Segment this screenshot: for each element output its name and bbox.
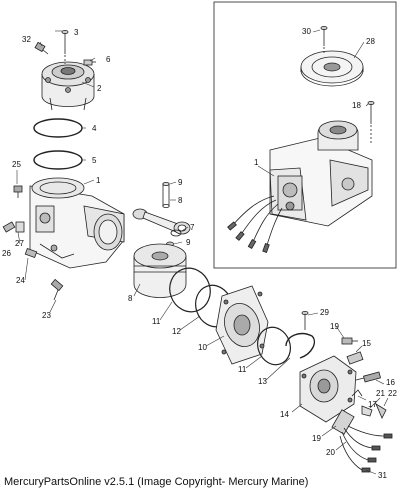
callout-14: 14 bbox=[280, 410, 289, 419]
callout-8-top: 8 bbox=[178, 196, 183, 205]
o-ring-11 bbox=[169, 267, 211, 313]
callout-7: 7 bbox=[190, 223, 195, 232]
screw-27 bbox=[301, 310, 309, 330]
fitting-22 bbox=[341, 337, 358, 345]
callout-31: 31 bbox=[378, 471, 387, 480]
fitting-19-top bbox=[13, 185, 23, 198]
callout-18: 23 bbox=[42, 311, 51, 320]
copyright-footer: MercuryPartsOnline v2.5.1 (Image Copyrig… bbox=[4, 476, 309, 488]
o-ring-11b bbox=[257, 326, 291, 366]
fitting-19-bottom bbox=[24, 247, 38, 259]
callout-32: 32 bbox=[22, 35, 31, 44]
callout-8-bottom: 8 bbox=[128, 294, 133, 303]
callout-9-bottom: 9 bbox=[186, 238, 191, 247]
inset-frame bbox=[213, 1, 397, 269]
pump-cap-2 bbox=[41, 61, 95, 111]
terminal-26 bbox=[375, 403, 387, 419]
callout-2: 2 bbox=[97, 84, 102, 93]
callout-10: 10 bbox=[198, 343, 207, 352]
connecting-rod-8 bbox=[132, 208, 191, 235]
callout-9-top: 9 bbox=[178, 178, 183, 187]
callout-12: 12 bbox=[172, 327, 181, 336]
callout-19-top: 25 bbox=[12, 160, 21, 169]
rear-cover-14 bbox=[299, 355, 357, 423]
pin-9 bbox=[162, 181, 170, 208]
diaphragm-plate-10 bbox=[215, 285, 269, 365]
callout-4: 4 bbox=[92, 124, 97, 133]
callout-27: 29 bbox=[320, 308, 329, 317]
callout-26: 22 bbox=[388, 389, 397, 398]
callout-21: 27 bbox=[15, 239, 24, 248]
callout-28: 30 bbox=[302, 27, 311, 36]
callout-29: 28 bbox=[366, 37, 375, 46]
callout-30: 18 bbox=[352, 101, 361, 110]
callout-3: 3 bbox=[74, 28, 79, 37]
callout-13: 13 bbox=[258, 377, 267, 386]
callout-19-bottom: 24 bbox=[16, 276, 25, 285]
callout-6: 6 bbox=[106, 55, 111, 64]
wire-harness-24 bbox=[339, 425, 393, 473]
fitting-16 bbox=[355, 371, 381, 383]
bracket-21 bbox=[15, 221, 25, 233]
pump-housing-1 bbox=[29, 177, 125, 269]
callout-labels: 32 3 6 2 4 5 1 25 27 26 24 23 9 8 7 9 8 … bbox=[2, 27, 397, 480]
screw-28 bbox=[320, 25, 328, 46]
callout-11-top: 11 bbox=[152, 317, 161, 326]
callout-24: 20 bbox=[326, 448, 335, 457]
sensor-23 bbox=[331, 409, 355, 435]
callout-20: 26 bbox=[2, 249, 11, 258]
assembled-pump-1 bbox=[227, 120, 373, 253]
o-ring-4 bbox=[33, 118, 83, 138]
callout-17: 17 bbox=[368, 400, 377, 409]
screw-3 bbox=[61, 29, 69, 54]
callout-5: 5 bbox=[92, 156, 97, 165]
callout-16: 16 bbox=[386, 378, 395, 387]
callout-25: 21 bbox=[376, 389, 385, 398]
fitting-20 bbox=[2, 221, 16, 233]
clip-17 bbox=[351, 389, 363, 397]
clip-7 bbox=[170, 229, 182, 237]
fitting-32 bbox=[34, 41, 49, 55]
callout-15: 15 bbox=[362, 339, 371, 348]
piston-8 bbox=[133, 243, 187, 298]
cover-plate-29 bbox=[300, 50, 364, 87]
terminal-25 bbox=[361, 405, 373, 417]
callout-23: 19 bbox=[312, 434, 321, 443]
fitting-18 bbox=[50, 278, 64, 301]
callout-11-bottom: 11 bbox=[238, 365, 247, 374]
screw-30 bbox=[367, 101, 375, 124]
callout-1-inset: 1 bbox=[254, 158, 259, 167]
callout-1: 1 bbox=[96, 176, 101, 185]
o-ring-5 bbox=[33, 150, 83, 170]
callout-22: 19 bbox=[330, 322, 339, 331]
fitting-6 bbox=[83, 59, 96, 66]
plug-15 bbox=[346, 351, 364, 365]
retainer-13 bbox=[285, 332, 316, 359]
